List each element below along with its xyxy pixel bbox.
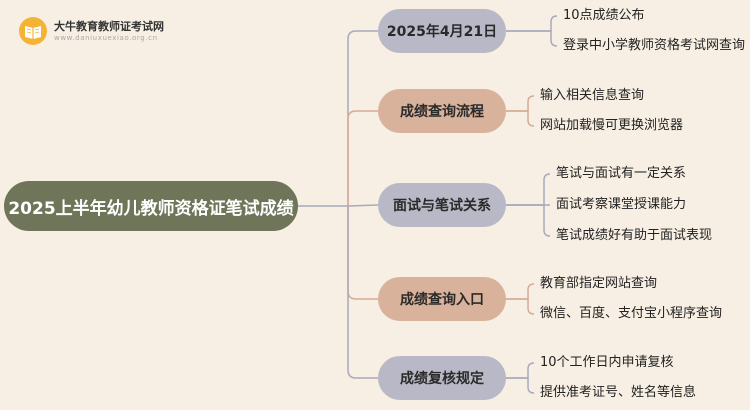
branch-node-query-process: 成绩查询流程 — [378, 89, 506, 133]
connector-line — [347, 110, 378, 206]
connector-line — [506, 15, 558, 32]
logo: 大牛教育教师证考试网 www.daniuxuexiao.org.cn — [18, 16, 164, 46]
connector-line — [347, 206, 378, 379]
connector-line — [506, 95, 535, 112]
connector-line — [347, 204, 379, 207]
branch-node-interview-relation: 面试与笔试关系 — [378, 183, 506, 227]
logo-url: www.daniuxuexiao.org.cn — [54, 33, 158, 42]
leaf-item: 笔试与面试有一定关系 — [556, 166, 687, 181]
leaf-item: 微信、百度、支付宝小程序查询 — [540, 306, 723, 321]
leaf-item: 登录中小学教师资格考试网查询 — [563, 38, 746, 53]
connector-line — [347, 30, 378, 206]
connector-line — [506, 173, 551, 206]
root-node: 2025上半年幼儿教师资格证笔试成绩 — [4, 181, 298, 231]
leaf-item: 10个工作日内申请复核 — [540, 355, 674, 370]
logo-name: 大牛教育教师证考试网 — [54, 19, 164, 33]
connector-line — [506, 30, 558, 47]
connector-line — [347, 206, 378, 300]
leaf-item: 提供准考证号、姓名等信息 — [540, 385, 697, 400]
leaf-item: 面试考察课堂授课能力 — [556, 197, 687, 212]
leaf-item: 10点成绩公布 — [563, 8, 645, 23]
leaf-item: 网站加载慢可更换浏览器 — [540, 118, 684, 133]
connector-line — [506, 110, 535, 127]
branch-node-date: 2025年4月21日 — [378, 9, 506, 53]
connector-line — [506, 377, 535, 394]
connector-line — [506, 362, 535, 379]
connector-line — [506, 283, 535, 300]
branch-node-query-entry: 成绩查询入口 — [378, 277, 506, 321]
leaf-item: 笔试成绩好有助于面试表现 — [556, 228, 713, 243]
leaf-item: 输入相关信息查询 — [540, 88, 645, 103]
branch-node-review-rules: 成绩复核规定 — [378, 356, 506, 400]
connector-line — [506, 298, 535, 315]
leaf-item: 教育部指定网站查询 — [540, 276, 658, 291]
book-icon — [19, 17, 47, 45]
connector-line — [506, 204, 551, 237]
